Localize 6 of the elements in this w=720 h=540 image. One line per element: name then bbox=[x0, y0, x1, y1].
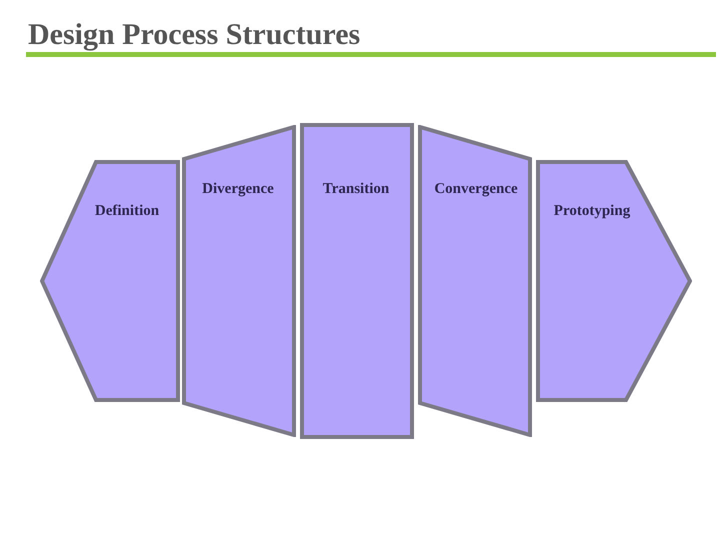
phase-heading: Divergence bbox=[201, 180, 275, 199]
phase-heading: Prototyping bbox=[552, 202, 632, 221]
phase-heading: Convergence bbox=[433, 180, 519, 199]
slide-title: Design Process Structures bbox=[28, 17, 360, 53]
phase-heading: Transition bbox=[322, 180, 390, 199]
phase-heading: Definition bbox=[94, 202, 160, 221]
